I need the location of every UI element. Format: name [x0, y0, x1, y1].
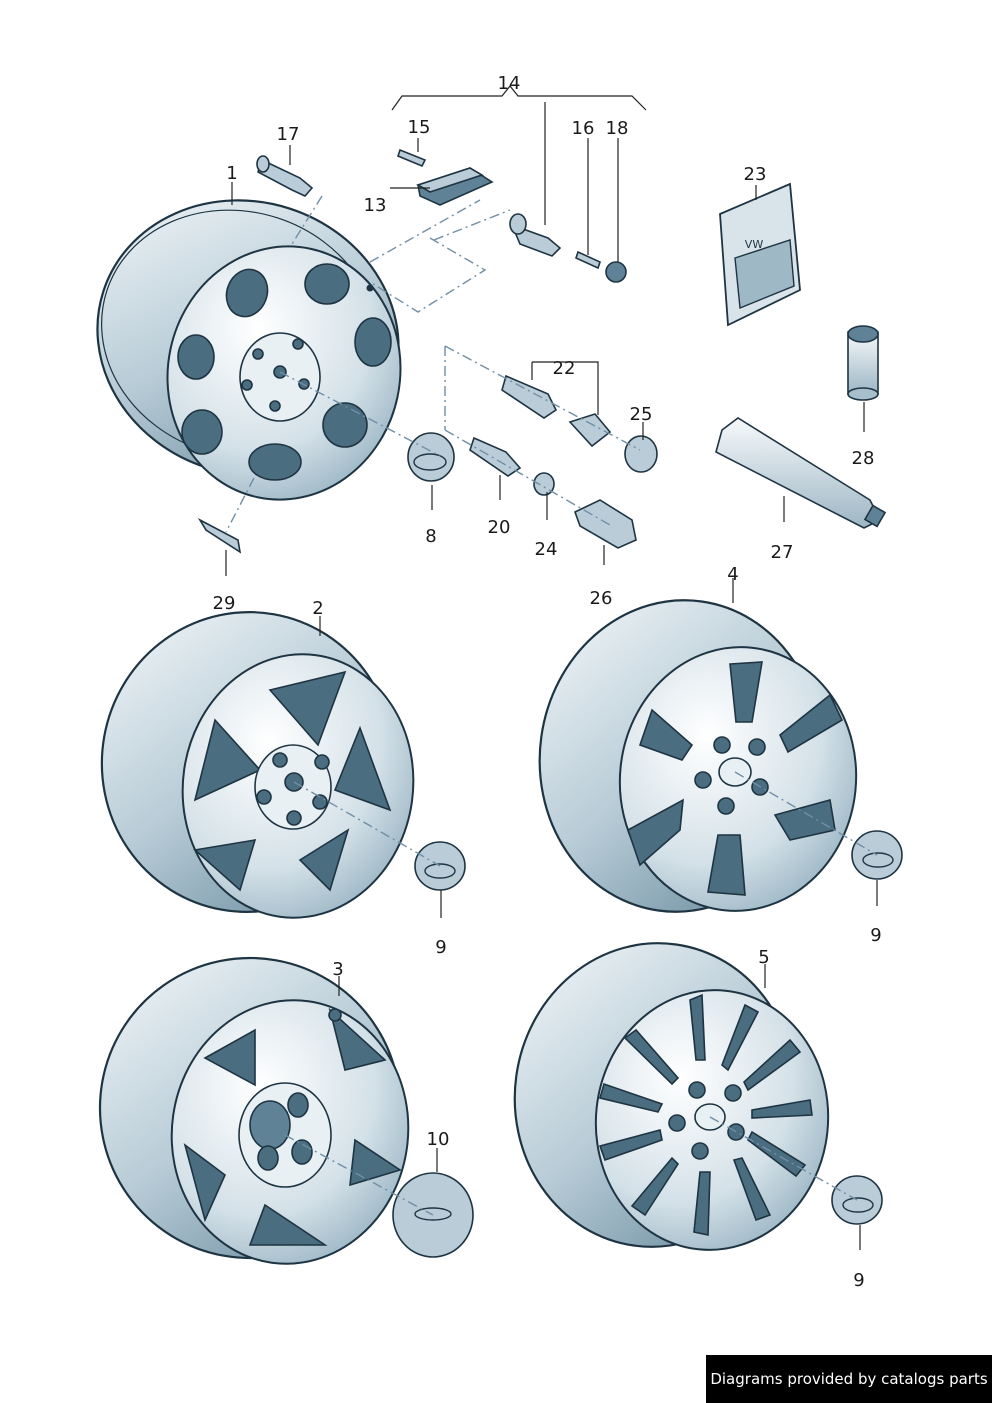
hub-cap-8 [407, 432, 455, 482]
label-13: 13 [364, 195, 387, 216]
label-29: 29 [213, 593, 236, 614]
label-22: 22 [553, 358, 576, 379]
label-24: 24 [535, 539, 558, 560]
bolt-22 [501, 374, 612, 448]
wheel-5 [513, 942, 830, 1251]
bolt-20 [469, 436, 522, 477]
label-10: 10 [427, 1129, 450, 1150]
label-4: 4 [727, 564, 738, 585]
connection-lines [225, 195, 878, 1216]
label-1: 1 [226, 163, 237, 184]
label-28: 28 [852, 448, 875, 469]
valve-cap-18 [605, 261, 627, 283]
label-18: 18 [606, 118, 629, 139]
wheel-2 [100, 611, 415, 919]
tool-26 [574, 499, 637, 549]
label-8: 8 [425, 526, 436, 547]
wheel-4 [538, 599, 858, 913]
tube-27 [715, 417, 887, 529]
label-26: 26 [590, 588, 613, 609]
footer-credit: Diagrams provided by catalogs parts [706, 1355, 992, 1403]
pack-23-logo: VW [745, 238, 764, 251]
label-27: 27 [771, 542, 794, 563]
label-3: 3 [332, 959, 343, 980]
wheel-3 [98, 956, 410, 1265]
weight-29 [197, 517, 242, 554]
cap-24 [533, 472, 555, 496]
label-2: 2 [312, 598, 323, 619]
screw-15 [397, 148, 427, 168]
leader-lines [225, 85, 878, 1250]
label-9-left: 9 [435, 937, 446, 958]
sensor-13 [416, 167, 494, 206]
label-5: 5 [758, 947, 769, 968]
label-25: 25 [630, 404, 653, 425]
label-9-right: 9 [870, 925, 881, 946]
label-16: 16 [572, 118, 595, 139]
label-20: 20 [488, 517, 511, 538]
part-labels: 1 17 15 13 14 16 18 23 22 25 28 8 20 24 … [213, 73, 882, 1291]
jar-28 [847, 325, 879, 401]
label-23: 23 [744, 164, 767, 185]
valve-core-16 [575, 250, 601, 270]
valve-17 [256, 155, 314, 197]
label-14: 14 [498, 73, 521, 94]
label-15: 15 [408, 117, 431, 138]
nut-25 [624, 435, 658, 473]
valve-stem-14 [509, 213, 562, 257]
label-17: 17 [277, 124, 300, 145]
pack-23: VW [719, 182, 801, 327]
wheel-1 [96, 199, 402, 501]
label-9-bottom: 9 [853, 1270, 864, 1291]
